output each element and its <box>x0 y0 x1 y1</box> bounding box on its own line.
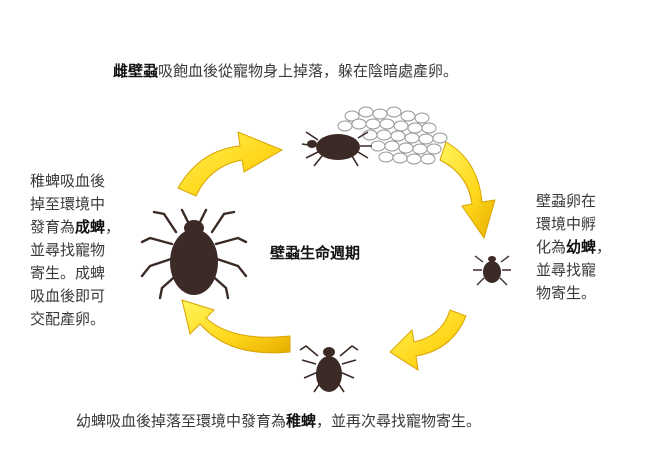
cycle-arrow-top-right <box>439 141 496 240</box>
caption-right-line-post: ， <box>596 238 612 256</box>
caption-right-line-pre: 化為 <box>536 238 567 256</box>
engorged-female-tick-icon <box>301 131 372 167</box>
caption-left-line: 吸血後即可 <box>30 287 106 305</box>
caption-left-line-post: ， <box>105 218 121 236</box>
caption-right-line: 物寄生。 <box>536 284 597 302</box>
caption-left-line: 寄生。成蜱 <box>30 264 106 282</box>
larva-tick-icon <box>473 255 511 286</box>
caption-top: 雌壁蝨吸飽血後從寵物身上掉落，躲在陰暗處產卵。 <box>113 60 458 83</box>
caption-right-line: 並尋找寵 <box>536 261 597 279</box>
caption-left-line: 掉至環境中 <box>30 195 106 213</box>
caption-bottom-bold: 稚蜱 <box>286 412 317 430</box>
caption-left-line: 發育為成蜱， <box>30 216 120 239</box>
caption-left-line-pre: 發育為 <box>30 218 76 236</box>
caption-top-bold: 雌壁蝨 <box>113 62 159 80</box>
adult-tick-icon <box>140 208 248 300</box>
nymph-tick-icon <box>299 345 359 393</box>
caption-right-line: 環境中孵 <box>536 215 597 233</box>
caption-left: 稚蜱吸血後 掉至環境中 發育為成蜱， 並尋找寵物 寄生。成蜱 吸血後即可 交配產… <box>30 170 120 331</box>
caption-bottom: 幼蜱吸血後掉落至環境中發育為稚蜱，並再次尋找寵物寄生。 <box>76 410 481 433</box>
caption-right-line: 化為幼蜱， <box>536 236 611 259</box>
caption-right-line: 壁蝨卵在 <box>536 192 597 210</box>
caption-left-line: 稚蜱吸血後 <box>30 172 106 190</box>
caption-right: 壁蝨卵在 環境中孵 化為幼蜱， 並尋找寵 物寄生。 <box>536 190 611 305</box>
center-label: 壁蝨生命週期 <box>270 244 361 262</box>
caption-left-line: 交配產卵。 <box>30 310 106 328</box>
caption-left-line: 並尋找寵物 <box>30 241 106 259</box>
cycle-arrow-top-left <box>177 131 284 197</box>
caption-bottom-pre: 幼蜱吸血後掉落至環境中發育為 <box>76 412 287 430</box>
cycle-arrow-bottom-left <box>181 299 291 354</box>
caption-right-bold: 幼蜱 <box>566 238 597 256</box>
caption-top-text: 吸飽血後從寵物身上掉落，躲在陰暗處產卵。 <box>158 62 459 80</box>
tick-eggs <box>337 106 448 165</box>
caption-bottom-post: ，並再次尋找寵物寄生。 <box>316 412 482 430</box>
caption-left-bold: 成蜱 <box>75 218 106 236</box>
cycle-arrow-bottom-right <box>389 309 467 372</box>
